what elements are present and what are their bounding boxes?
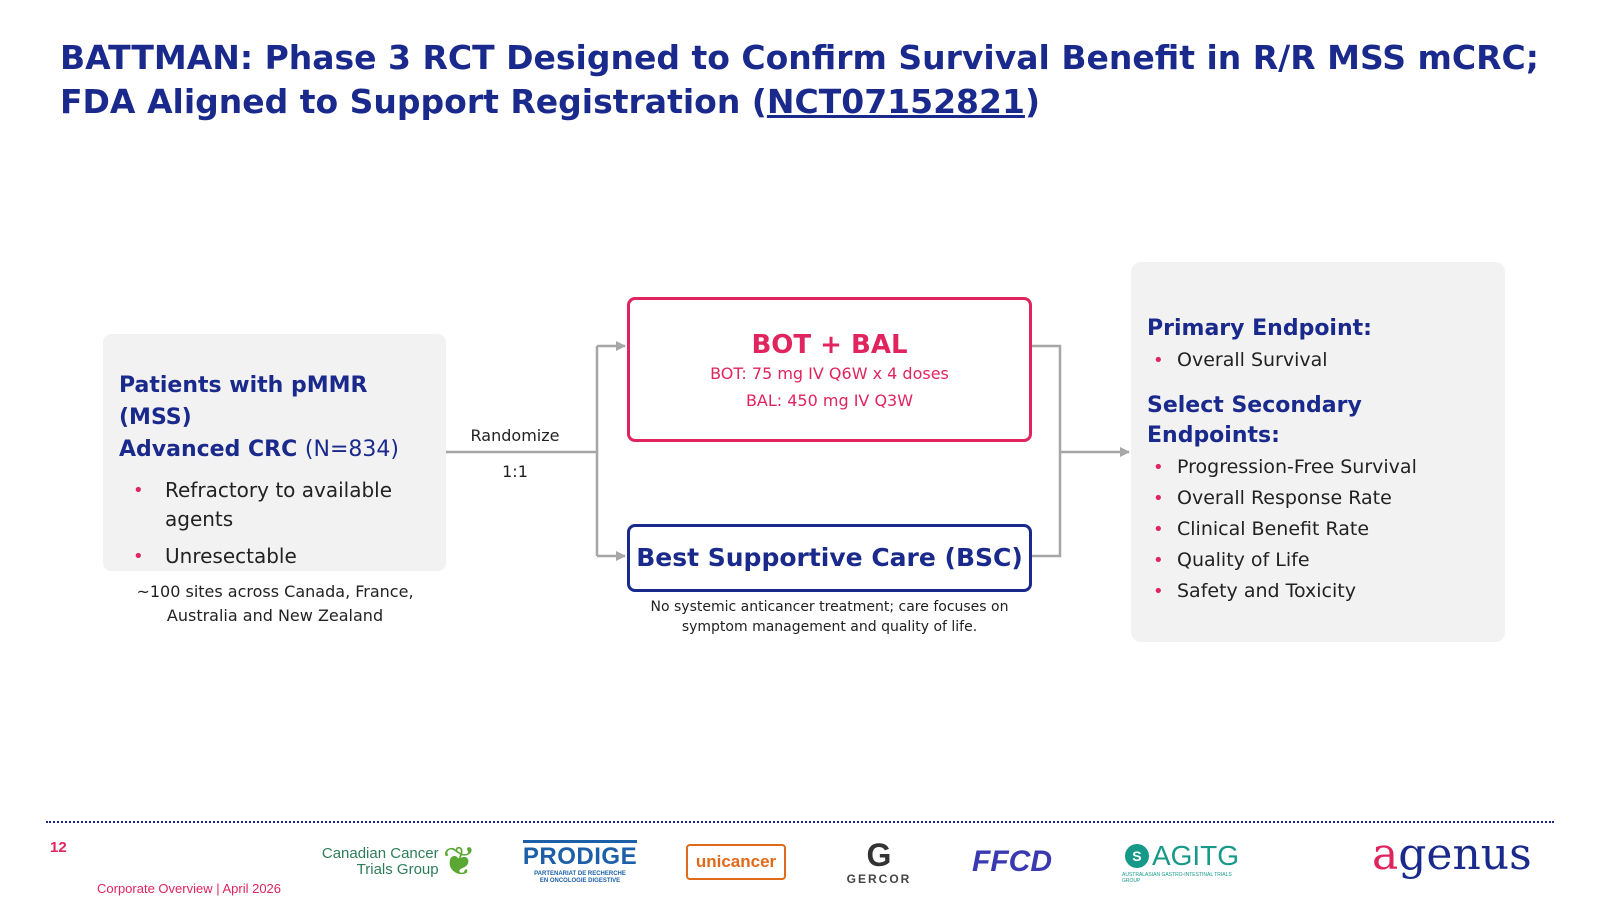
agitg-logo: S AGITG AUSTRALASIAN GASTRO-INTESTINAL T… [1122, 832, 1242, 892]
unicancer-wordmark: unicancer [685, 844, 787, 880]
secondary-endpoints-heading: Select Secondary Endpoints: [1147, 393, 1362, 448]
endpoint-spacer [1147, 377, 1489, 391]
sites-note: ~100 sites across Canada, France, Austra… [110, 580, 440, 628]
title-line-2-prefix: FDA Aligned to Support Registration ( [60, 82, 767, 121]
cctg-logo: Canadian Cancer Trials Group ❦ [315, 832, 483, 892]
randomize-label: Randomize [470, 426, 560, 445]
list-item: • Safety and Toxicity [1147, 577, 1489, 606]
bsc-arm-title: Best Supportive Care (BSC) [636, 543, 1023, 572]
bullet-dot-icon: • [1153, 519, 1164, 540]
primary-endpoint-list: • Overall Survival [1147, 346, 1489, 375]
agenus-a: a [1372, 829, 1399, 880]
agenus-rest: genus [1398, 829, 1532, 880]
agitg-sub: AUSTRALASIAN GASTRO-INTESTINAL TRIALS GR… [1122, 872, 1232, 884]
bullet-dot-icon: • [1153, 550, 1164, 571]
bot-dose: BOT: 75 mg IV Q6W x 4 doses [710, 364, 949, 383]
list-item: • Unresectable [119, 542, 430, 571]
ffcd-wordmark: FFCD [972, 845, 1052, 878]
randomize-ratio: 1:1 [502, 462, 528, 481]
nct-link[interactable]: NCT07152821 [766, 82, 1025, 121]
cctg-line2: Trials Group [356, 861, 439, 878]
bot-bal-arm-title: BOT + BAL [751, 330, 908, 360]
bullet-dot-icon: • [133, 546, 144, 567]
bullet-dot-icon: • [133, 480, 144, 501]
list-item: • Refractory to available agents [119, 476, 430, 534]
slide-title: BATTMAN: Phase 3 RCT Designed to Confirm… [60, 36, 1540, 124]
unicancer-logo: unicancer [685, 832, 787, 892]
primary-endpoint-heading: Primary Endpoint: [1147, 316, 1372, 341]
cctg-logo-text: Canadian Cancer Trials Group [322, 846, 439, 878]
prodige-wordmark: PRODIGE [522, 839, 638, 871]
title-line-1: BATTMAN: Phase 3 RCT Designed to Confirm… [60, 38, 1539, 77]
bsc-note: No systemic anticancer treatment; care f… [627, 597, 1032, 637]
connector-bot-out [1032, 344, 1062, 558]
secondary-endpoint: Quality of Life [1177, 549, 1310, 571]
patients-box: Patients with pMMR (MSS) Advanced CRC (N… [103, 334, 446, 571]
secondary-endpoint: Overall Response Rate [1177, 487, 1392, 509]
sites-note-line2: Australia and New Zealand [166, 606, 384, 625]
sites-note-line1: ~100 sites across Canada, France, [136, 582, 414, 601]
bot-bal-arm-box: BOT + BAL BOT: 75 mg IV Q6W x 4 doses BA… [627, 297, 1032, 442]
secondary-endpoint: Safety and Toxicity [1177, 580, 1356, 602]
list-item: • Overall Survival [1147, 346, 1489, 375]
page-number: 12 [50, 839, 67, 856]
agitg-mark-icon: S [1124, 844, 1149, 868]
title-line-2-suffix: ) [1024, 82, 1041, 121]
prodige-sub1: PARTENARIAT DE RECHERCHE [534, 870, 626, 877]
secondary-endpoint: Progression-Free Survival [1177, 456, 1417, 478]
list-item: • Progression-Free Survival [1147, 453, 1489, 482]
list-item: • Quality of Life [1147, 546, 1489, 575]
patients-n-label: (N=834) [304, 437, 399, 462]
secondary-endpoints-list: • Progression-Free Survival • Overall Resp… [1147, 453, 1489, 606]
bsc-note-line1: No systemic anticancer treatment; care f… [650, 599, 1009, 615]
prodige-logo: PRODIGE PARTENARIAT DE RECHERCHE EN ONCO… [522, 832, 638, 892]
list-item: • Overall Response Rate [1147, 484, 1489, 513]
secondary-endpoint: Clinical Benefit Rate [1177, 518, 1370, 540]
gercor-logo: G GERCOR [838, 832, 920, 892]
gercor-wordmark: GERCOR [846, 872, 912, 886]
bal-dose: BAL: 450 mg IV Q3W [745, 391, 914, 410]
prodige-sub2: EN ONCOLOGIE DIGESTIVE [539, 877, 621, 884]
primary-endpoint: Overall Survival [1177, 349, 1328, 371]
bullet-dot-icon: • [1153, 457, 1164, 478]
title-line-2: FDA Aligned to Support Registration (NCT… [60, 80, 1540, 124]
footer-text: Corporate Overview | April 2026 [97, 881, 282, 896]
bullet-dot-icon: • [1153, 488, 1164, 509]
patients-heading-line2: Advanced CRC (N=834) [119, 434, 430, 466]
agitg-wordmark: AGITG [1151, 840, 1240, 871]
patients-criterion: Unresectable [165, 544, 297, 568]
cctg-line1: Canadian Cancer [321, 845, 439, 862]
patients-criterion: Refractory to available agents [165, 478, 393, 531]
patients-criteria-list: • Refractory to available agents • Unresec… [119, 476, 430, 571]
agenus-logo: agenus [1372, 830, 1557, 884]
endpoints-box: Primary Endpoint: • Overall Survival Sele… [1131, 262, 1505, 642]
bsc-note-line2: symptom management and quality of life. [681, 619, 978, 635]
list-item: • Clinical Benefit Rate [1147, 515, 1489, 544]
bsc-arm-box: Best Supportive Care (BSC) [627, 524, 1032, 592]
gercor-mark: G [866, 837, 892, 873]
patients-heading: Patients with pMMR (MSS) Advanced CRC (N… [119, 370, 430, 466]
patients-heading-line1: Patients with pMMR (MSS) [119, 373, 368, 430]
bullet-dot-icon: • [1153, 350, 1164, 371]
maple-leaf-icon: ❦ [442, 840, 477, 884]
patients-heading-advanced: Advanced CRC [119, 437, 298, 462]
footer-divider [46, 821, 1554, 823]
ffcd-logo: FFCD [962, 832, 1062, 892]
agitg-row: S AGITG [1124, 840, 1240, 872]
bullet-dot-icon: • [1153, 581, 1164, 602]
